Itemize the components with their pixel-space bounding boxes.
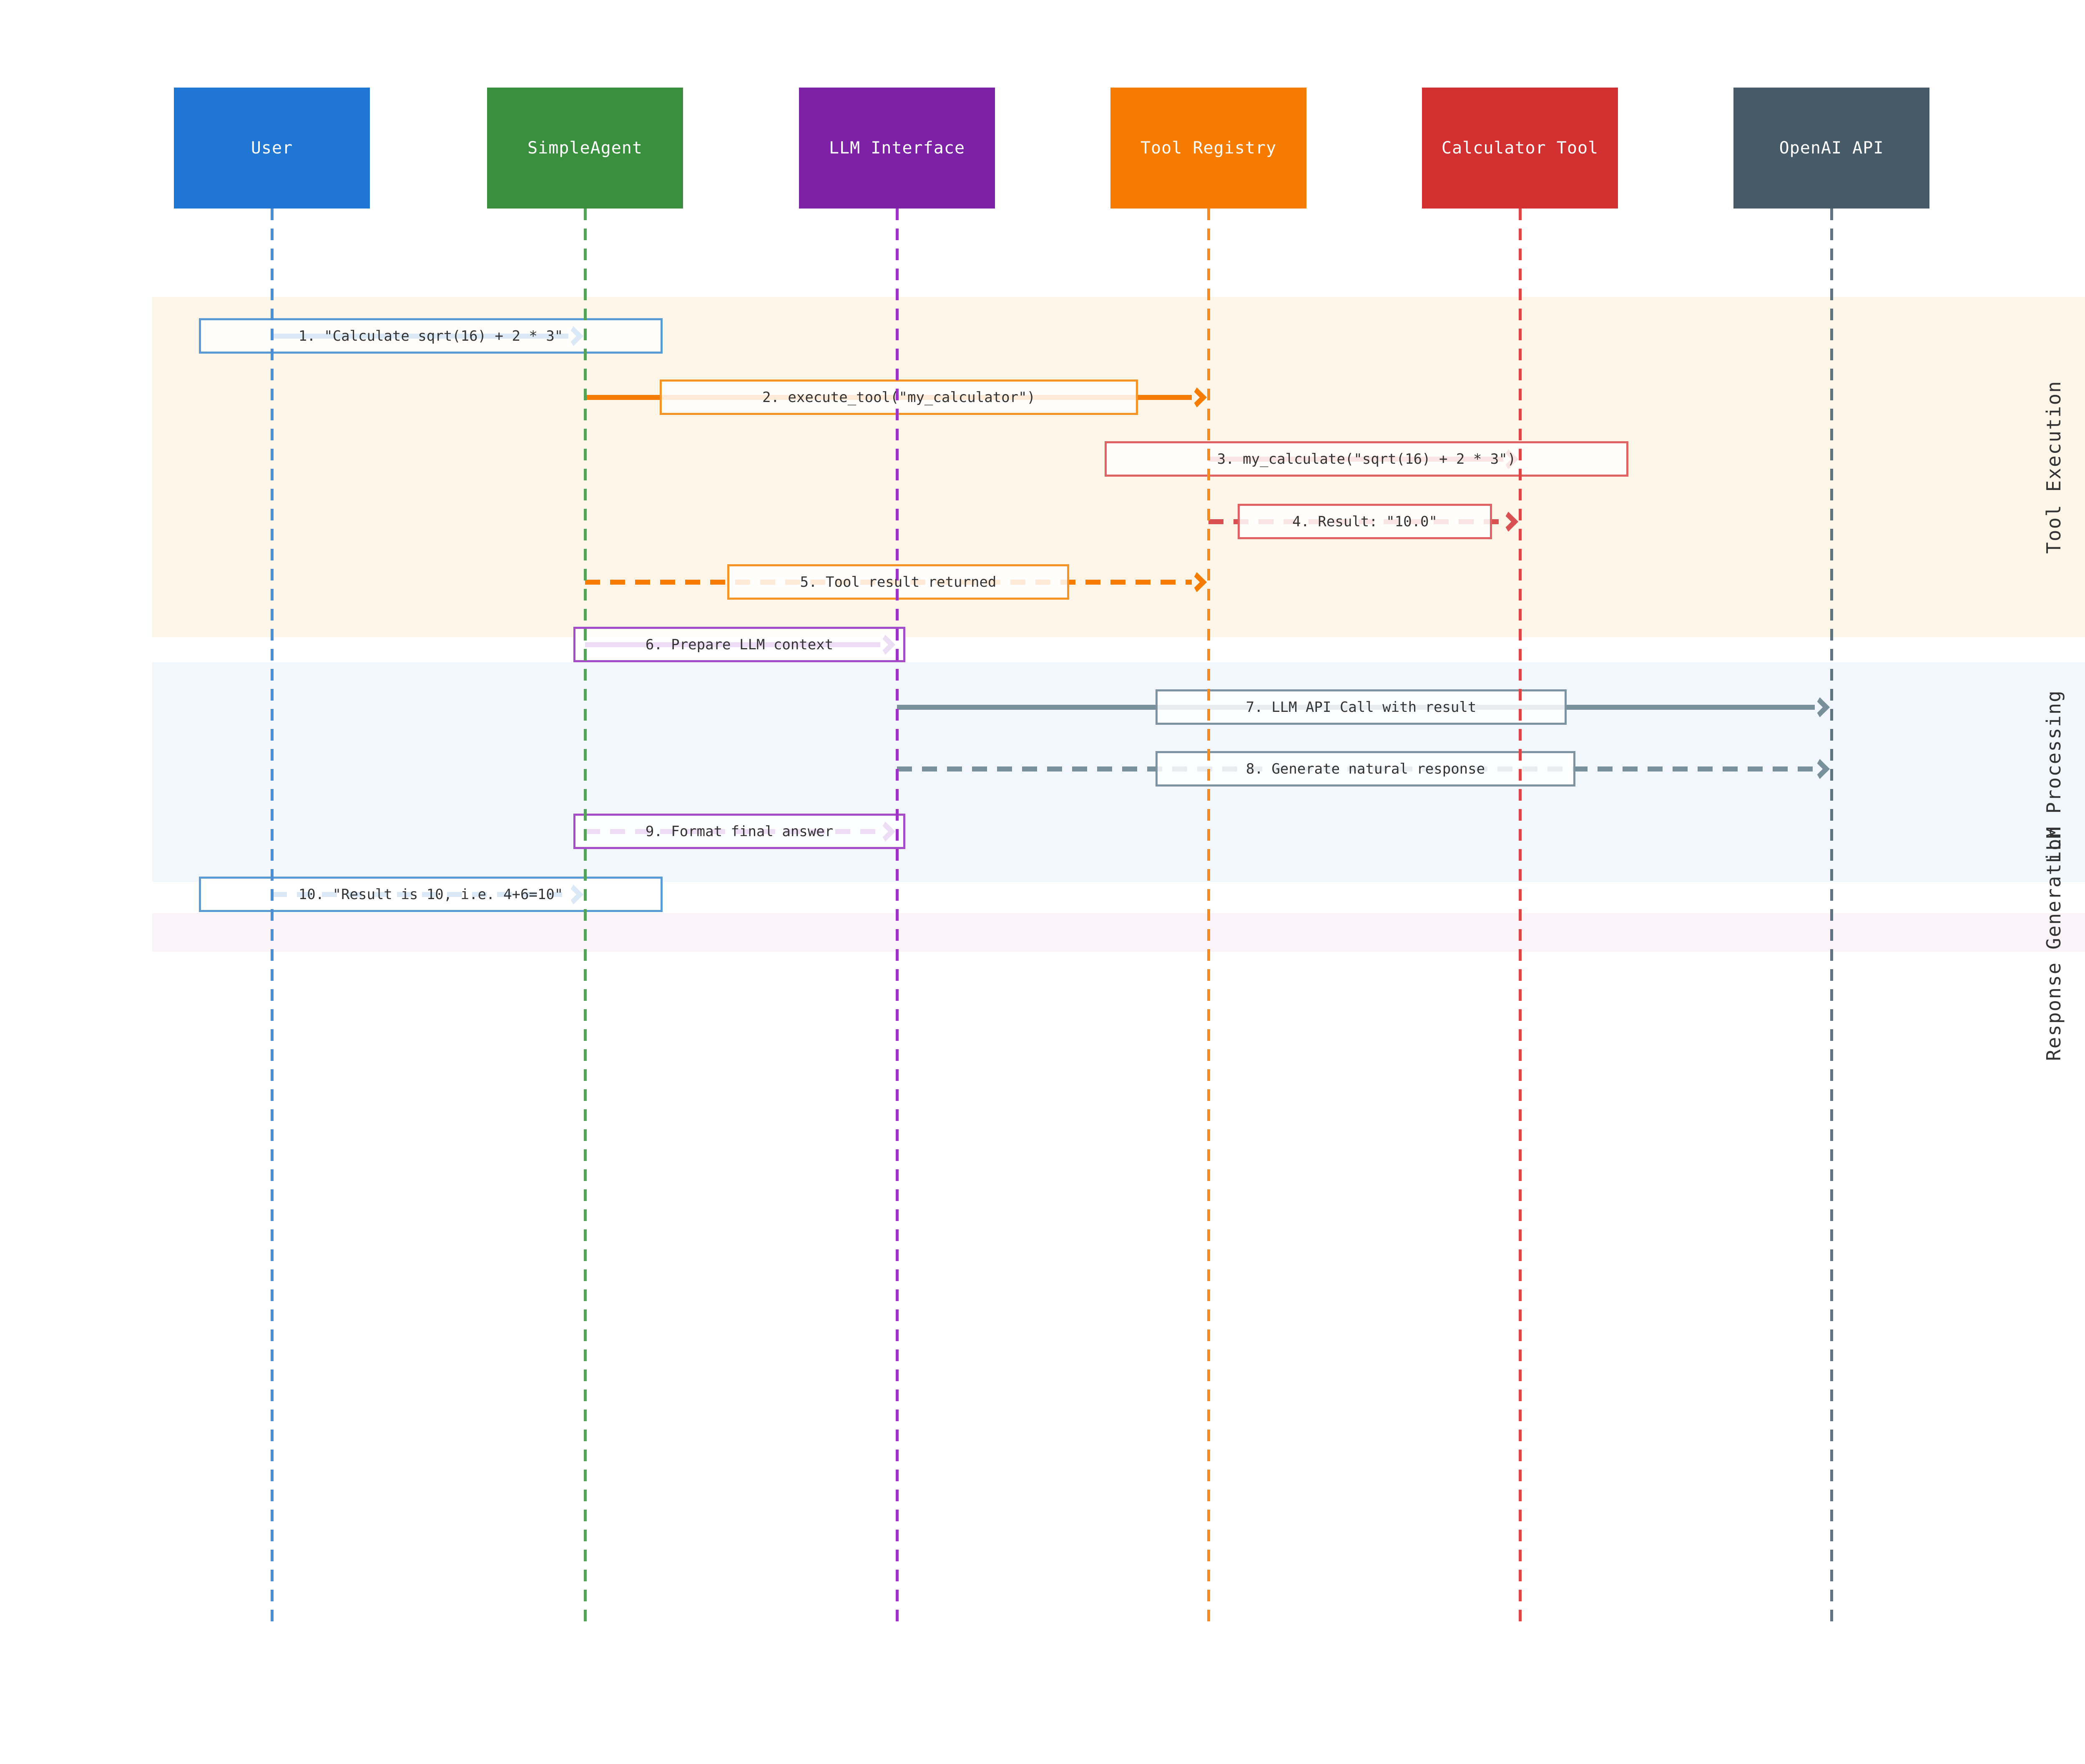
actor-label-llm-interface: LLM Interface (829, 138, 965, 158)
actor-label-openai-api: OpenAI API (1779, 138, 1884, 158)
message-box-7 (1156, 689, 1567, 725)
message-box-9 (573, 814, 905, 849)
message-box-6 (573, 627, 905, 662)
actor-label-simpleagent: SimpleAgent (528, 138, 643, 158)
phase-label-response-generation: Response Generation (2042, 825, 2065, 1061)
actor-box-tool-registry: Tool Registry (1110, 88, 1306, 209)
lifeline-calculator-tool (1519, 209, 1522, 1622)
message-label-10: 10. "Result is 10, i.e. 4+6=10" (298, 886, 563, 903)
lifeline-user (271, 209, 274, 1622)
message-label-4: 4. Result: "10.0" (1292, 513, 1437, 530)
actor-box-calculator-tool: Calculator Tool (1422, 88, 1618, 209)
lifeline-simpleagent (584, 209, 587, 1622)
actor-box-openai-api: OpenAI API (1733, 88, 1929, 209)
message-box-4 (1238, 504, 1492, 539)
message-box-3 (1105, 441, 1628, 477)
message-label-6: 6. Prepare LLM context (645, 636, 834, 653)
actor-label-tool-registry: Tool Registry (1140, 138, 1277, 158)
message-label-5: 5. Tool result returned (800, 573, 997, 591)
message-label-7: 7. LLM API Call with result (1246, 699, 1477, 716)
message-label-1: 1. "Calculate sqrt(16) + 2 * 3" (298, 327, 563, 344)
lifeline-tool-registry (1207, 209, 1210, 1622)
lifeline-openai-api (1830, 209, 1833, 1622)
actor-box-simpleagent: SimpleAgent (487, 88, 683, 209)
lifeline-llm-interface (896, 209, 899, 1622)
message-label-3: 3. my_calculate("sqrt(16) + 2 * 3") (1217, 450, 1516, 467)
message-label-2: 2. execute_tool("my_calculator") (762, 389, 1036, 406)
actor-box-user: User (174, 88, 370, 209)
actor-label-user: User (251, 138, 293, 158)
phase-label-tool-execution: Tool Execution (2042, 380, 2065, 554)
message-box-2 (660, 379, 1138, 415)
message-box-8 (1156, 751, 1575, 787)
phase-band-response-generation (152, 913, 2085, 952)
actor-box-llm-interface: LLM Interface (799, 88, 995, 209)
message-label-9: 9. Format final answer (645, 823, 834, 840)
message-label-8: 8. Generate natural response (1246, 760, 1485, 777)
phase-band-llm-processing (152, 662, 2085, 882)
actor-label-calculator-tool: Calculator Tool (1441, 138, 1599, 158)
